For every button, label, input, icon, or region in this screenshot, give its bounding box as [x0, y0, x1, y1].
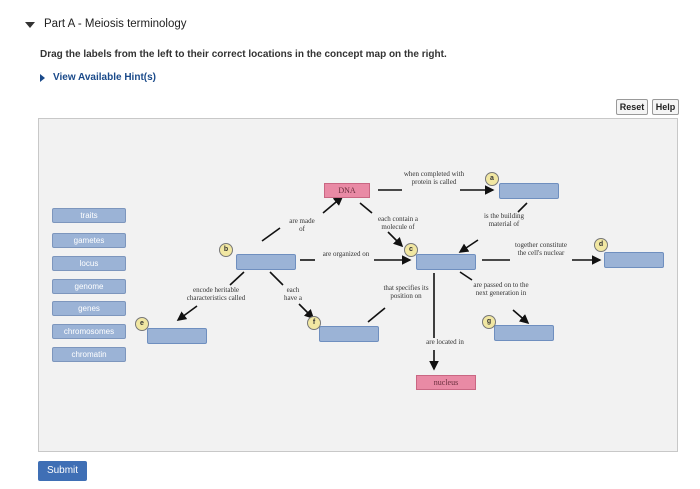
help-button[interactable]: Help [652, 99, 679, 115]
link-passed-on: are passed on to the next generation in [473, 281, 529, 297]
submit-button[interactable]: Submit [38, 461, 87, 481]
link-building-material: is the building material of [483, 212, 525, 228]
node-dna: DNA [324, 183, 370, 198]
reset-button[interactable]: Reset [616, 99, 648, 115]
drop-target-e[interactable] [147, 328, 207, 344]
hint-caret-icon[interactable] [40, 74, 45, 82]
label-gametes[interactable]: gametes [52, 233, 126, 248]
drop-target-f[interactable] [319, 326, 379, 342]
marker-e-icon: e [135, 317, 149, 331]
link-encode-heritable: encode heritable characteristics called [186, 286, 246, 302]
marker-a-icon: a [485, 172, 499, 186]
link-each-contain: each contain a molecule of [377, 215, 419, 231]
link-when-completed: when completed with protein is called [403, 170, 465, 186]
link-each-have: each have a [283, 286, 303, 302]
drop-target-d[interactable] [604, 252, 664, 268]
instruction-text: Drag the labels from the left to their c… [40, 49, 447, 60]
link-are-organized-on: are organized on [322, 250, 370, 258]
collapse-caret-icon[interactable] [25, 22, 35, 28]
label-genes[interactable]: genes [52, 301, 126, 316]
marker-d-icon: d [594, 238, 608, 252]
marker-f-icon: f [307, 316, 321, 330]
view-hints-link[interactable]: View Available Hint(s) [53, 72, 156, 83]
label-genome[interactable]: genome [52, 279, 126, 294]
link-are-made-of: are made of [289, 217, 315, 233]
concept-map-panel [38, 118, 678, 452]
drop-target-a[interactable] [499, 183, 559, 199]
drop-target-c[interactable] [416, 254, 476, 270]
link-located-in: are located in [426, 338, 464, 346]
label-locus[interactable]: locus [52, 256, 126, 271]
label-chromosomes[interactable]: chromosomes [52, 324, 126, 339]
drop-target-g[interactable] [494, 325, 554, 341]
part-title: Part A - Meiosis terminology [44, 18, 187, 30]
marker-c-icon: c [404, 243, 418, 257]
node-nucleus: nucleus [416, 375, 476, 390]
link-together-constitute: together constitute the cell's nuclear [515, 241, 567, 257]
drop-target-b[interactable] [236, 254, 296, 270]
label-chromatin[interactable]: chromatin [52, 347, 126, 362]
marker-b-icon: b [219, 243, 233, 257]
label-traits[interactable]: traits [52, 208, 126, 223]
link-specifies-position: that specifies its position on [383, 284, 429, 300]
marker-g-icon: g [482, 315, 496, 329]
